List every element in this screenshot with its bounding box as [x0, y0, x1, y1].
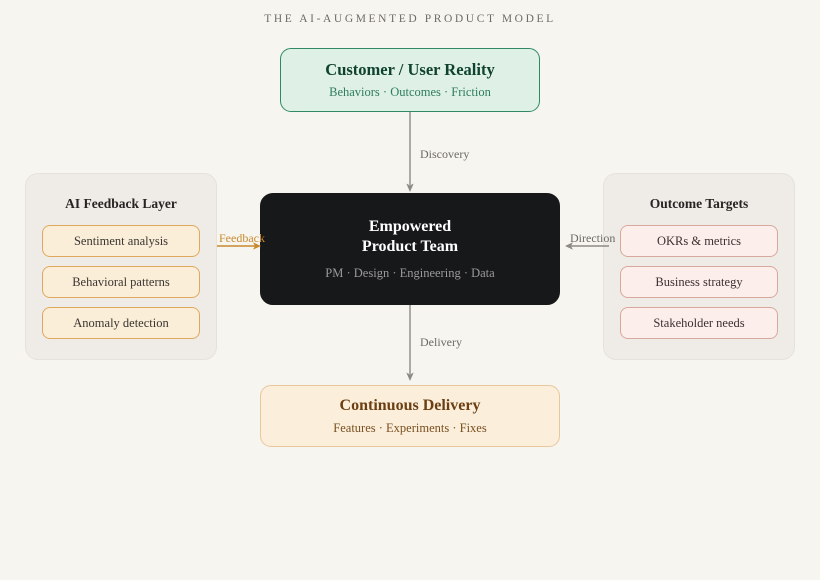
panel-ai-feedback-layer: AI Feedback Layer Sentiment analysis Beh… [25, 173, 217, 360]
node-team-title-line1: Empowered [368, 217, 452, 235]
arrow-label-discovery: Discovery [420, 147, 470, 161]
arrow-feedback [217, 242, 261, 250]
node-customer-user-reality[interactable]: Customer / User Reality Behaviors · Outc… [280, 48, 540, 112]
panel-outcome-targets: Outcome Targets OKRs & metrics Business … [603, 173, 795, 360]
arrow-label-delivery: Delivery [420, 335, 462, 349]
panel-outcome-targets-chip-list: OKRs & metrics Business strategy Stakeho… [604, 225, 794, 339]
chip-anomaly-detection[interactable]: Anomaly detection [42, 307, 200, 339]
node-empowered-product-team[interactable]: Empowered Product Team PM · Design · Eng… [260, 193, 560, 305]
arrow-direction [565, 242, 609, 250]
arrow-label-direction: Direction [570, 231, 616, 245]
panel-outcome-targets-title: Outcome Targets [649, 196, 749, 211]
chip-okrs-and-metrics[interactable]: OKRs & metrics [620, 225, 778, 257]
arrow-label-feedback: Feedback [219, 231, 265, 245]
node-continuous-delivery[interactable]: Continuous Delivery Features · Experimen… [260, 385, 560, 447]
node-team-subtitle: PM · Design · Engineering · Data [325, 265, 495, 280]
diagram-title: THE AI-AUGMENTED PRODUCT MODEL [264, 13, 556, 25]
arrow-discovery [406, 112, 414, 192]
chip-sentiment-analysis[interactable]: Sentiment analysis [42, 225, 200, 257]
node-customer-subtitle: Behaviors · Outcomes · Friction [329, 85, 491, 100]
node-customer-title: Customer / User Reality [325, 59, 495, 79]
chip-business-strategy[interactable]: Business strategy [620, 266, 778, 298]
node-team-title-line2: Product Team [361, 237, 459, 255]
node-delivery-subtitle: Features · Experiments · Fixes [333, 420, 487, 435]
panel-ai-feedback-chip-list: Sentiment analysis Behavioral patterns A… [26, 225, 216, 339]
node-delivery-title: Continuous Delivery [339, 396, 481, 414]
node-team-title: Empowered Product Team [362, 217, 458, 257]
arrow-delivery [406, 305, 414, 381]
chip-stakeholder-needs[interactable]: Stakeholder needs [620, 307, 778, 339]
chip-behavioral-patterns[interactable]: Behavioral patterns [42, 266, 200, 298]
panel-ai-feedback-title: AI Feedback Layer [65, 196, 177, 211]
